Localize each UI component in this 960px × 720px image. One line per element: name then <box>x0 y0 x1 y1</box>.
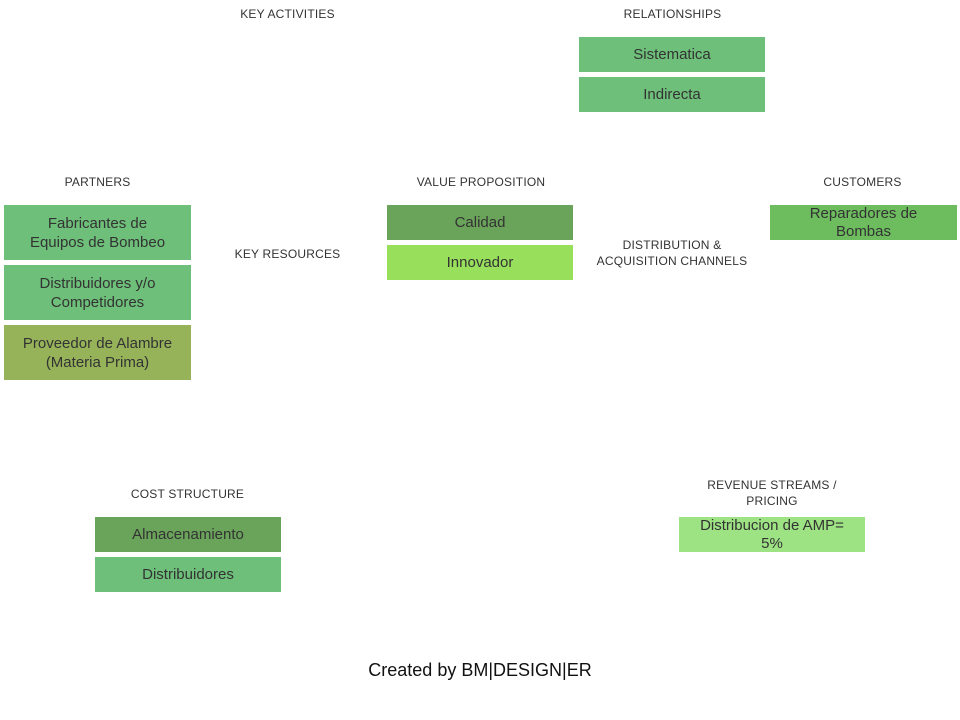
partner-card-fabricantes: Fabricantes de Equipos de Bombeo <box>4 205 191 260</box>
heading-key-activities: KEY ACTIVITIES <box>240 7 335 21</box>
relationship-card-sistematica: Sistematica <box>579 37 765 72</box>
value-card-calidad: Calidad <box>387 205 573 240</box>
revenue-card-distribucion: Distribucion de AMP= 5% <box>679 517 865 552</box>
partner-card-distribuidores: Distribuidores y/o Competidores <box>4 265 191 320</box>
heading-cost-structure: COST STRUCTURE <box>130 487 245 501</box>
heading-key-resources: KEY RESOURCES <box>234 247 341 261</box>
partner-card-proveedor: Proveedor de Alambre (Materia Prima) <box>4 325 191 380</box>
heading-relationships: RELATIONSHIPS <box>623 7 722 21</box>
heading-partners: PARTNERS <box>64 175 131 189</box>
customer-card-reparadores: Reparadores de Bombas <box>770 205 957 240</box>
value-card-innovador: Innovador <box>387 245 573 280</box>
cost-card-almacenamiento: Almacenamiento <box>95 517 281 552</box>
heading-value-proposition: VALUE PROPOSITION <box>416 175 546 189</box>
cost-card-distribuidores: Distribuidores <box>95 557 281 592</box>
heading-distribution-channels: DISTRIBUTION & ACQUISITION CHANNELS <box>596 238 748 268</box>
footer-credit: Created by BM|DESIGN|ER <box>368 660 592 680</box>
relationship-card-indirecta: Indirecta <box>579 77 765 112</box>
heading-revenue-streams: REVENUE STREAMS / PRICING <box>707 478 837 508</box>
heading-customers: CUSTOMERS <box>823 175 902 189</box>
